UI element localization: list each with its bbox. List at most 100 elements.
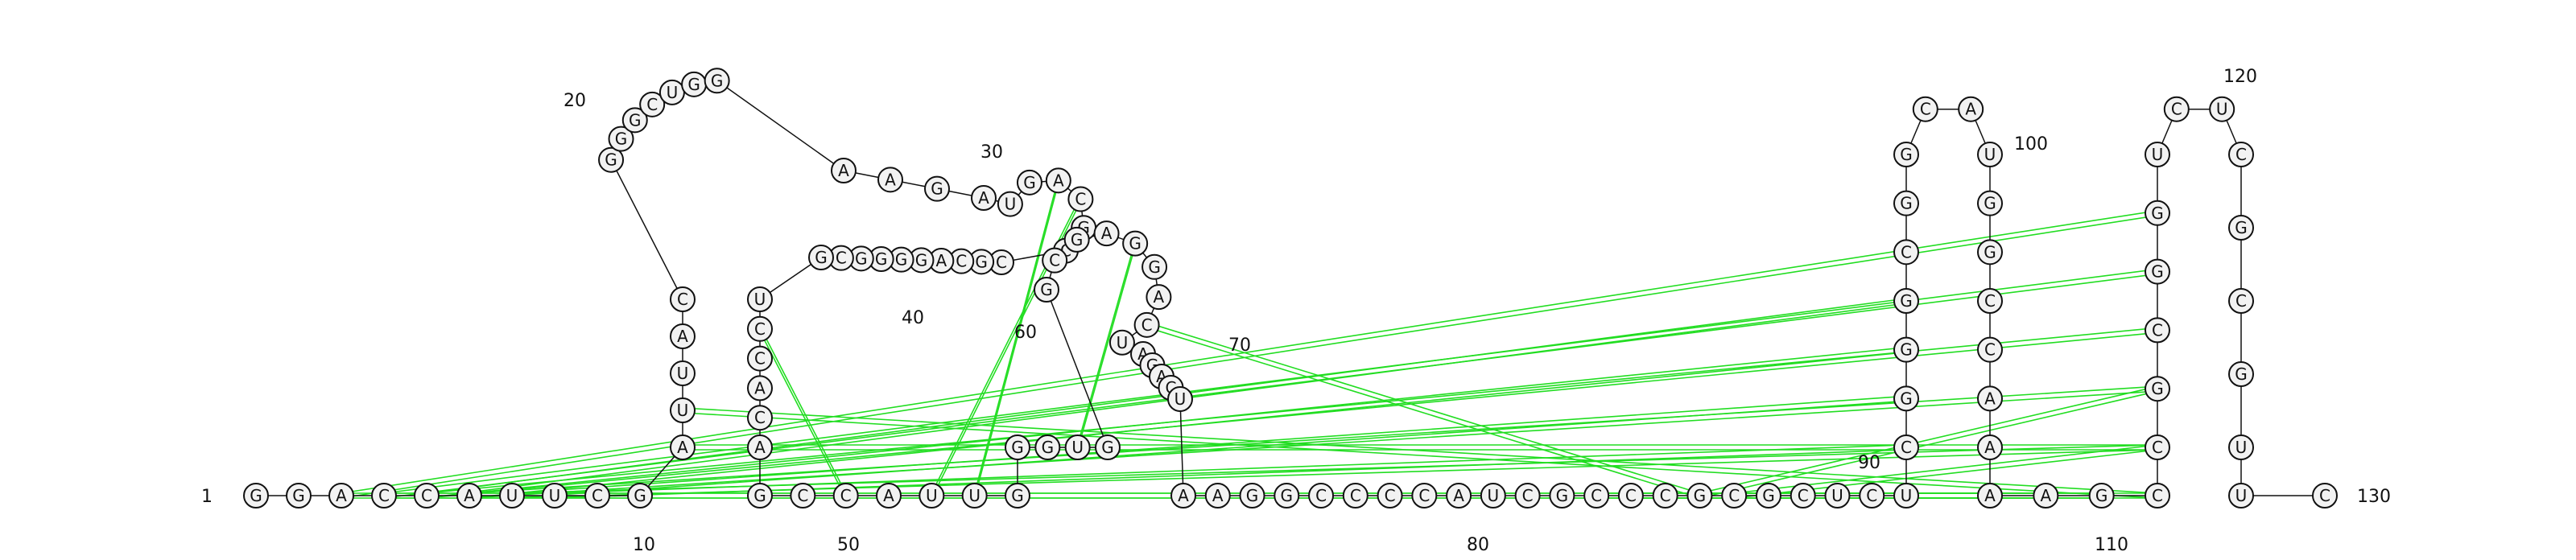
- nucleotide-25: G: [924, 175, 950, 202]
- nucleotide-letter: C: [2235, 145, 2247, 164]
- nucleotide-letter: G: [2235, 218, 2248, 237]
- nucleotide-49: G: [747, 483, 773, 509]
- nucleotide-circle: [2228, 483, 2254, 509]
- nucleotide-circle: [1977, 142, 2003, 167]
- nucleotide-letter: A: [1212, 486, 1224, 505]
- nucleotide-letter: U: [677, 401, 689, 420]
- nucleotide-letter: G: [634, 486, 646, 505]
- nucleotide-circle: [598, 146, 625, 173]
- nucleotide-letter: C: [2319, 486, 2330, 505]
- nucleotide-letter: C: [1591, 486, 1602, 505]
- nucleotide-letter: G: [1129, 234, 1141, 253]
- nucleotide-circle: [414, 483, 440, 509]
- tertiary-interaction-line: [341, 210, 2158, 494]
- nucleotide-letter: C: [836, 249, 847, 268]
- tertiary-interaction-line: [1076, 245, 1136, 451]
- nucleotide-circle: [2228, 142, 2254, 167]
- nucleotide-letter: C: [1075, 189, 1086, 208]
- nucleotide-circle: [1042, 247, 1068, 274]
- nucleotide-circle: [670, 286, 696, 312]
- nucleotide-94: C: [1859, 483, 1885, 509]
- nucleotide-95: U: [1893, 483, 1919, 509]
- nucleotide-circle: [1583, 483, 1610, 509]
- nucleotide-letter: G: [687, 75, 700, 94]
- nucleotide-circle: [1141, 253, 1168, 280]
- nucleotide-85: G: [1549, 483, 1575, 509]
- tertiary-interaction-line: [973, 178, 1059, 494]
- tertiary-interaction-line: [1699, 385, 2158, 494]
- nucleotide-125: G: [2228, 215, 2254, 241]
- nucleotide-68: U: [1108, 329, 1135, 356]
- nucleotide-letter: G: [1762, 486, 1775, 505]
- nucleotide-circle: [747, 315, 773, 342]
- nucleotide-circle: [2033, 483, 2059, 509]
- nucleotide-circle: [1893, 483, 1919, 509]
- nucleotide-letter: A: [1053, 171, 1064, 190]
- nucleotide-letter: U: [2152, 145, 2164, 164]
- nucleotide-106: G: [1977, 190, 2003, 216]
- nucleotide-circle: [1446, 483, 1472, 509]
- tertiary-interaction-line: [759, 326, 847, 494]
- nucleotide-letter: A: [1154, 287, 1165, 307]
- nucleotide-circle: [747, 405, 773, 431]
- nucleotide-letter: C: [646, 95, 658, 114]
- nucleotide-letter: G: [1556, 486, 1569, 505]
- nucleotide-circle: [1977, 239, 2003, 266]
- nucleotide-circle: [876, 483, 902, 509]
- nucleotide-circle: [584, 483, 610, 509]
- nucleotide-circle: [1977, 434, 2003, 460]
- nucleotide-circle: [1893, 288, 1919, 314]
- position-label-130: 130: [2357, 487, 2391, 507]
- nucleotide-letter: A: [2040, 486, 2051, 505]
- nucleotide-circle: [456, 483, 482, 509]
- nucleotide-circle: [2145, 483, 2170, 509]
- nucleotide-letter: U: [1117, 333, 1129, 352]
- nucleotide-17: G: [608, 126, 634, 152]
- nucleotide-letter: C: [1625, 486, 1637, 505]
- nucleotide-11: A: [670, 434, 696, 460]
- nucleotide-circle: [1063, 226, 1090, 253]
- nucleotide-letter: C: [2152, 438, 2163, 457]
- nucleotide-letter: C: [421, 486, 432, 505]
- nucleotide-80: C: [1377, 483, 1403, 509]
- nucleotide-letter: C: [2235, 291, 2247, 311]
- nucleotide-circle: [1274, 483, 1300, 509]
- nucleotide-letter: C: [754, 408, 766, 427]
- nucleotide-67: C: [1133, 311, 1160, 338]
- nucleotide-letter: A: [838, 161, 849, 180]
- tertiary-interaction-line: [1699, 390, 2158, 499]
- position-label-80: 80: [1467, 535, 1489, 555]
- nucleotide-circle: [1977, 483, 2003, 509]
- nucleotide-letter: C: [1728, 486, 1740, 505]
- nucleotide-circle: [1977, 288, 2003, 314]
- position-label-70: 70: [1228, 336, 1251, 356]
- nucleotide-circle: [1824, 483, 1851, 509]
- nucleotide-86: C: [1583, 483, 1610, 509]
- nucleotide-letter: G: [855, 249, 868, 268]
- nucleotide-letter: G: [1900, 194, 1913, 213]
- nucleotide-letter: C: [1049, 251, 1060, 270]
- tertiary-interaction-line: [682, 412, 2158, 499]
- nucleotide-letter: A: [677, 327, 688, 346]
- nucleotide-letter: G: [2151, 379, 2164, 398]
- nucleotide-51: C: [832, 483, 859, 509]
- nucleotide-circle: [808, 245, 834, 270]
- nucleotide-letter: U: [667, 83, 679, 102]
- nucleotide-82: A: [1446, 483, 1472, 509]
- nucleotide-122: C: [2163, 96, 2190, 122]
- nucleotide-circle: [1958, 96, 1984, 122]
- nucleotide-64: G: [1122, 230, 1149, 257]
- nucleotide-109: C: [1977, 336, 2003, 363]
- nucleotide-124: C: [2228, 142, 2254, 167]
- nucleotide-circle: [1549, 483, 1575, 509]
- nucleotide-letter: G: [1011, 438, 1024, 457]
- nucleotide-4: C: [371, 483, 397, 509]
- nucleotide-52: A: [876, 483, 902, 509]
- nucleotide-circle: [747, 286, 773, 312]
- nucleotide-66: A: [1146, 284, 1172, 311]
- nucleotide-circle: [1480, 483, 1506, 509]
- nucleotide-letter: G: [975, 252, 988, 271]
- nucleotide-circle: [2145, 376, 2170, 402]
- nucleotide-circle: [747, 345, 773, 372]
- nucleotide-41: C: [828, 245, 854, 271]
